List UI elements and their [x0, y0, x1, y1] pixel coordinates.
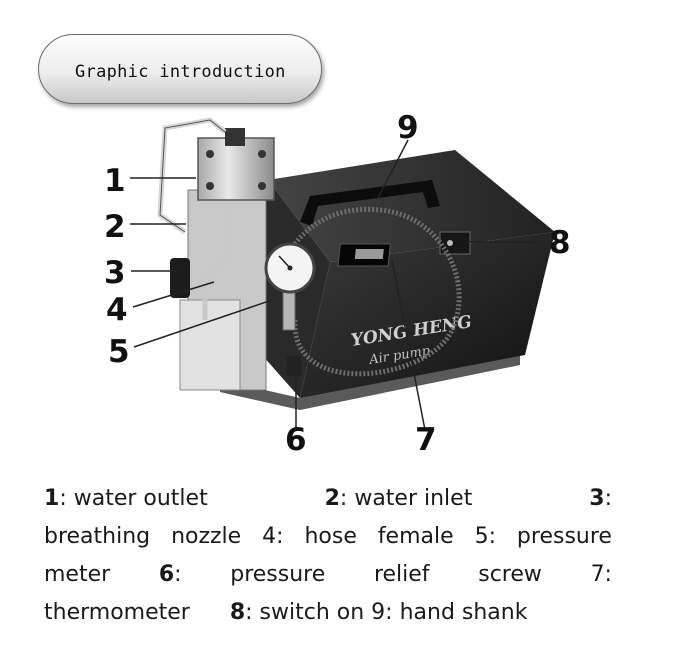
legend-item-2: 2: water inlet: [324, 486, 473, 511]
legend-item-3: 3:: [589, 486, 612, 511]
box-top: [268, 150, 555, 262]
switch-plate: [439, 231, 471, 255]
callout-7: 7: [415, 422, 437, 458]
legend-item-1: 1: water outlet: [44, 486, 208, 511]
breathing-nozzle: [170, 258, 190, 298]
title-banner: Graphic introduction: [38, 34, 322, 104]
legend-item-6: 6:: [158, 562, 182, 587]
hand-shank: [300, 180, 440, 226]
water-outlet-fitting: [225, 128, 245, 146]
banner-title: Graphic introduction: [75, 62, 286, 82]
air-pump-diagram: YONG HENG Air pump 1 2 3 4 5 6 7 8 9: [104, 110, 571, 458]
legend-line-4: thermometer 8: switch on 9: hand shank: [44, 594, 612, 632]
legend-line-1: 1: water outlet 2: water inlet 3:: [44, 480, 612, 518]
callout-1: 1: [104, 163, 126, 199]
callout-3: 3: [104, 255, 126, 291]
callout-6: 6: [285, 422, 307, 458]
cylinder-head: [197, 137, 275, 201]
gauge-stem: [282, 289, 296, 331]
legend-line-2: breathing nozzle 4: hose female 5: press…: [44, 524, 612, 549]
legend-line-3: meter 6: pressure relief screw 7:: [44, 556, 612, 594]
display-digits: [354, 249, 384, 259]
callout-8: 8: [549, 225, 571, 261]
parts-legend: 1: water outlet 2: water inlet 3: breath…: [44, 480, 612, 632]
pressure-relief-screw: [287, 356, 301, 376]
legend-item-8: 8: switch on 9: hand shank: [229, 600, 528, 625]
callout-9: 9: [397, 110, 419, 146]
callout-2: 2: [104, 209, 126, 245]
braided-hose: [282, 206, 462, 377]
callout-5: 5: [108, 334, 130, 370]
box-front: [300, 232, 555, 398]
callout-4: 4: [106, 292, 128, 328]
switch-light: [447, 240, 453, 246]
